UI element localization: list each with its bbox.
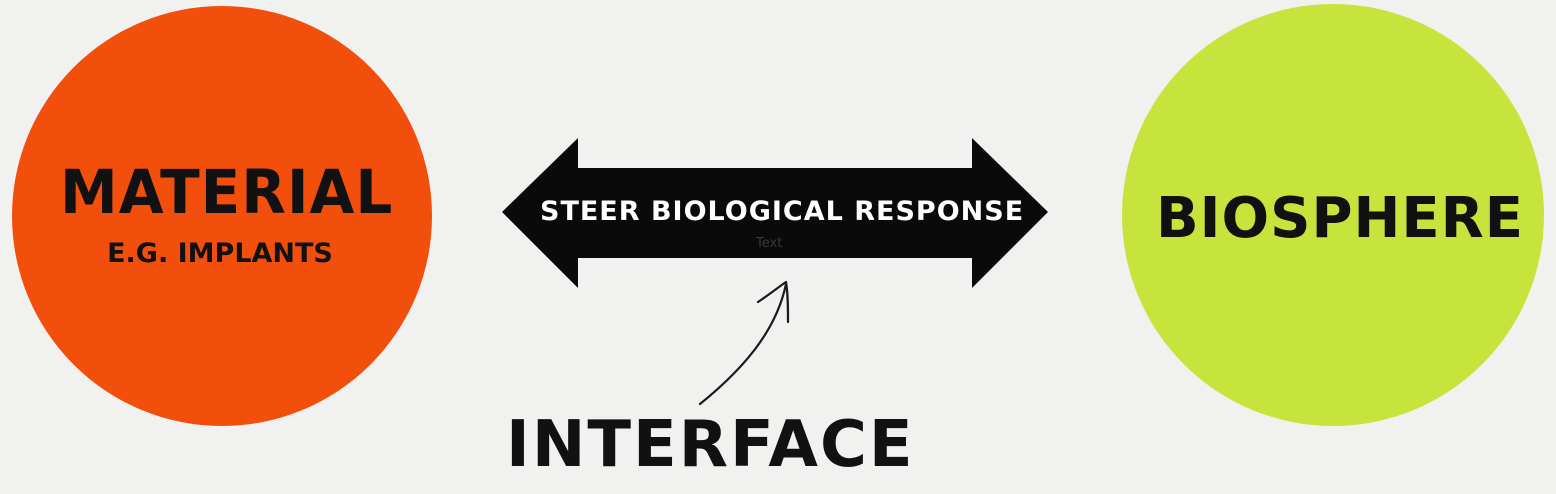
biosphere-circle — [1122, 4, 1544, 426]
biosphere-title: BIOSPHERE — [1156, 186, 1524, 251]
arrow-label: STEER BIOLOGICAL RESPONSE — [540, 196, 1025, 227]
material-title: MATERIAL — [60, 156, 394, 228]
double-headed-arrow-icon — [502, 138, 1048, 288]
double-arrow-shape — [502, 138, 1048, 288]
interface-title: INTERFACE — [506, 408, 915, 482]
pointer-curve — [698, 282, 788, 406]
material-subtitle: E.G. IMPLANTS — [107, 238, 333, 269]
material-circle — [12, 6, 432, 426]
arrow-small-text: Text — [756, 236, 783, 251]
pointer-head — [756, 280, 790, 324]
curved-pointer-arrow-icon — [698, 280, 790, 406]
